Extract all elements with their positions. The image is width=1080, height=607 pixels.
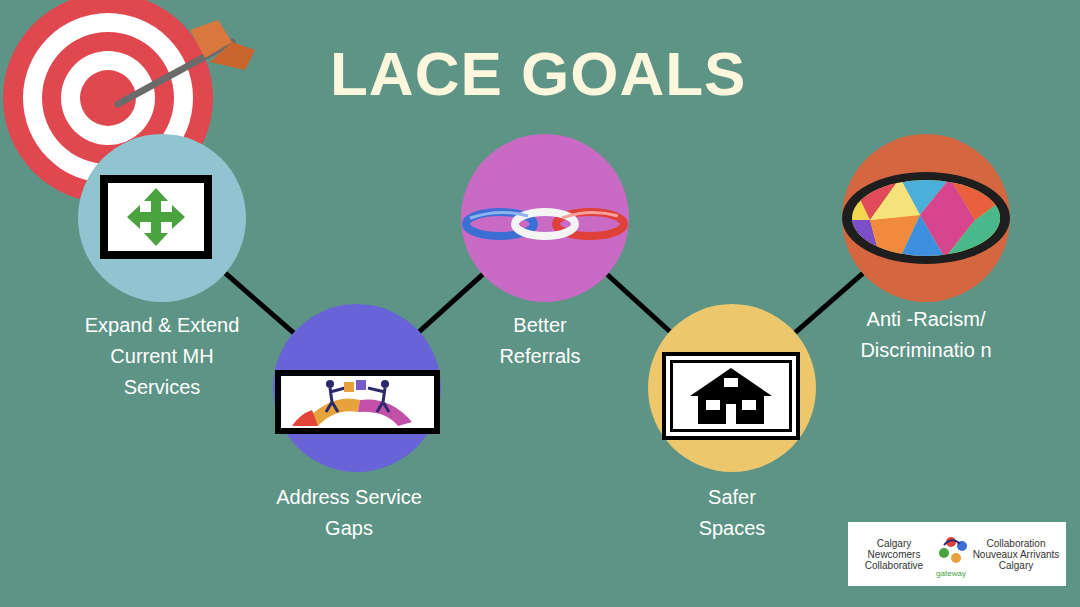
connector: [795, 273, 863, 332]
goal-circle: [648, 304, 816, 472]
connector-line: [607, 275, 670, 332]
connector: [419, 274, 482, 331]
connector-line: [795, 273, 863, 332]
goal-node: Expand & Extend Current MH Services: [78, 134, 246, 302]
goal-label: Anti -Racism/ Discriminatio n: [860, 304, 992, 366]
logo-text: Collaboration Nouveaux Arrivants Calgary: [970, 538, 1062, 571]
title: LACE GOALS: [330, 38, 746, 109]
goal-circle: [273, 304, 441, 472]
goal-label: Address Service Gaps: [260, 482, 438, 544]
goal-circle: [461, 134, 629, 302]
house-icon: [662, 352, 800, 440]
goal-label: Safer Spaces: [684, 482, 780, 544]
expand-icon: [100, 175, 212, 259]
logo-panel: [848, 522, 1066, 586]
goal-label: Expand & Extend Current MH Services: [83, 310, 241, 403]
logo-text: gateway: [926, 568, 976, 579]
puzzle-icon: [275, 370, 440, 434]
mosaic-icon: [842, 172, 1010, 264]
goal-node: Anti -Racism/ Discriminatio n: [842, 134, 1010, 302]
goal-node: Address Service Gaps: [273, 304, 441, 472]
connector-line: [419, 274, 482, 331]
goal-circle: [78, 134, 246, 302]
connector: [607, 275, 670, 332]
goal-node: Better Referrals: [461, 134, 629, 302]
chain-icon: [466, 212, 624, 236]
logo-text: Calgary Newcomers Collaborative: [852, 538, 936, 571]
goal-node: Safer Spaces: [648, 304, 816, 472]
goal-circle: [842, 134, 1010, 302]
goal-label: Better Referrals: [488, 310, 592, 372]
